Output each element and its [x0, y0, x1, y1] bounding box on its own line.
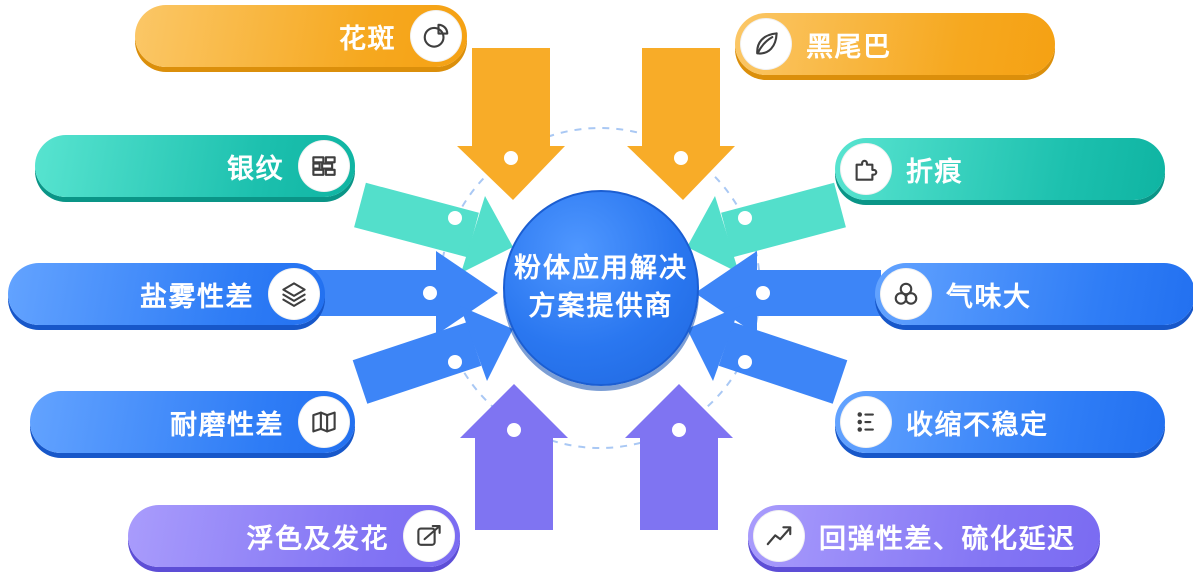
center-title-line1: 粉体应用解决: [514, 253, 688, 284]
pill-fuse: 浮色及发花: [128, 505, 460, 567]
layers-icon: [268, 268, 320, 320]
dots-sliders-icon: [840, 396, 892, 448]
pill-label: 银纹: [227, 153, 284, 184]
pill-heiweiba: 黑尾巴: [735, 13, 1055, 75]
connector-fuse: [460, 384, 568, 530]
pill-zhehen: 折痕: [835, 138, 1165, 200]
connector-qiwei: [695, 251, 881, 335]
compose-arrow-icon: [403, 510, 455, 562]
pill-huaban: 花斑: [135, 5, 467, 67]
pill-label: 收缩不稳定: [906, 409, 1049, 440]
pill-label: 气味大: [946, 281, 1032, 312]
pill-label: 回弹性差、硫化延迟: [819, 523, 1076, 554]
pill-label: 盐雾性差: [140, 281, 254, 312]
bricks-icon: [298, 140, 350, 192]
connector-yinwen: [354, 182, 513, 273]
pill-label: 耐磨性差: [170, 409, 284, 440]
pill-huitan: 回弹性差、硫化延迟: [748, 505, 1100, 567]
pill-label: 折痕: [906, 156, 963, 187]
connector-naimo: [352, 306, 513, 404]
bubbles-icon: [880, 268, 932, 320]
connector-huitan: [625, 384, 733, 530]
puzzle-icon: [840, 143, 892, 195]
trend-up-icon: [753, 510, 805, 562]
connector-yanwu: [312, 251, 498, 335]
pill-label: 花斑: [339, 23, 396, 54]
pill-label: 浮色及发花: [246, 523, 389, 554]
pill-label: 黑尾巴: [806, 31, 892, 62]
connector-huaban: [457, 48, 565, 200]
pill-yanwu: 盐雾性差: [8, 263, 325, 325]
center-node: 粉体应用解决 方案提供商: [503, 190, 699, 386]
pill-shousuo: 收缩不稳定: [835, 391, 1165, 453]
pill-naimo: 耐磨性差: [30, 391, 355, 453]
map-icon: [298, 396, 350, 448]
connector-shousuo: [687, 306, 848, 404]
connector-zhehen: [687, 182, 846, 273]
center-title-line2: 方案提供商: [528, 291, 674, 321]
pie-chart-icon: [410, 10, 462, 62]
pill-qiwei: 气味大: [875, 263, 1193, 325]
connector-heiweiba: [627, 48, 735, 200]
pill-yinwen: 银纹: [35, 135, 355, 197]
leaf-icon: [740, 18, 792, 70]
